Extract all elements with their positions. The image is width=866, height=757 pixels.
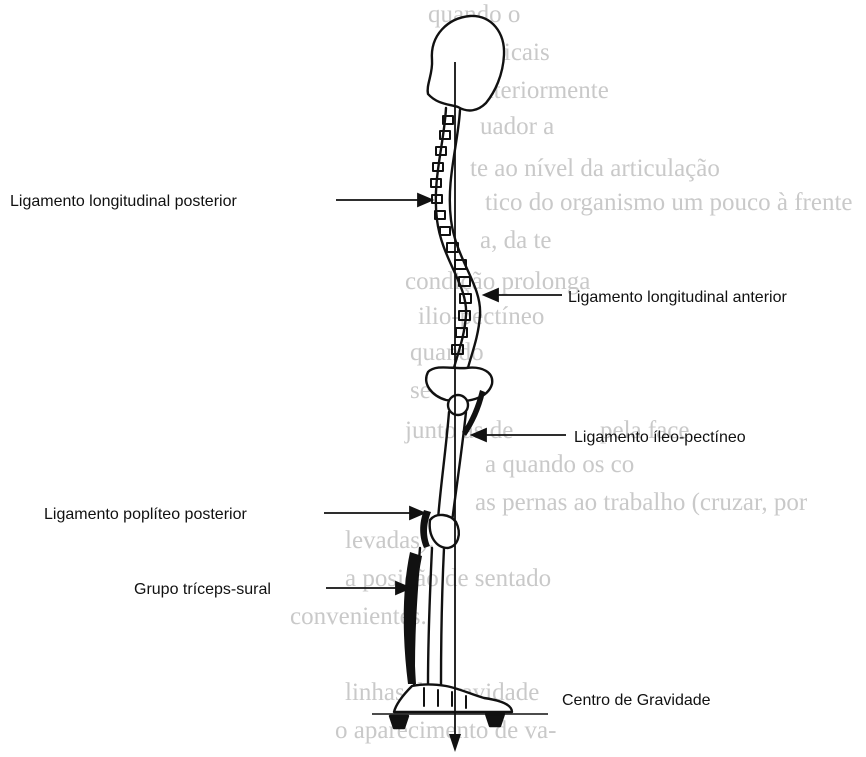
bleed-through-text: quando o verticais anteriormente uador a… — [290, 1, 853, 744]
labels: Ligamento longitudinal posterior Ligamen… — [10, 193, 787, 709]
label-iliopectineal-ligament: Ligamento íleo-pectíneo — [574, 429, 746, 446]
label-anterior-longitudinal-ligament: Ligamento longitudinal anterior — [568, 289, 787, 306]
ghost-line: tico do organismo um pouco à frente — [485, 189, 853, 216]
label-center-of-gravity: Centro de Gravidade — [562, 692, 711, 709]
ghost-line: o aparecimento de va- — [335, 717, 556, 744]
label-triceps-sural-group: Grupo tríceps-sural — [134, 581, 271, 598]
ghost-line: as pernas ao trabalho (cruzar, por — [475, 489, 808, 516]
ghost-line: a, da te — [480, 227, 551, 254]
ghost-line: ilio-pectíneo — [418, 303, 544, 330]
label-posterior-longitudinal-ligament: Ligamento longitudinal posterior — [10, 193, 237, 210]
heel-pad — [390, 716, 408, 728]
label-popliteal-posterior-ligament: Ligamento poplíteo posterior — [44, 506, 247, 523]
ghost-line: te ao nível da articulação — [470, 155, 720, 182]
vertebra — [440, 227, 450, 235]
ghost-line: a quando os co — [485, 451, 634, 478]
ghost-line: junto as de — [404, 417, 513, 444]
arrow-posterior-longitudinal — [418, 194, 432, 206]
toe-pad — [486, 714, 504, 726]
ghost-line: uador a — [480, 113, 554, 140]
